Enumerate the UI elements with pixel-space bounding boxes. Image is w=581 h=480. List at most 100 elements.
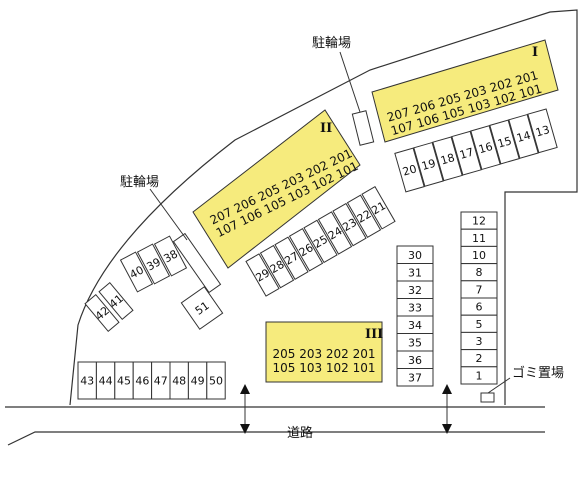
building-3-units-upper: 205 203 202 201 (272, 347, 375, 361)
parking-slot-number: 22 (355, 208, 374, 226)
building-2-numeral: II (320, 121, 332, 136)
parking-slot: 39 (136, 243, 171, 285)
road-label: 道路 (287, 425, 313, 441)
parking-slot-number: 6 (476, 301, 483, 314)
parking-slot-number: 34 (408, 319, 422, 332)
parking-slot: 21 (361, 186, 396, 230)
bicycle-parking-2: 駐輪場 (120, 174, 222, 294)
bicycle-parking-1-label: 駐輪場 (312, 35, 351, 51)
parking-slot: 40 (119, 251, 154, 293)
parking-slot: 3 (460, 331, 498, 351)
parking-slot-number: 16 (477, 140, 494, 156)
parking-slot: 19 (413, 141, 444, 187)
parking-slot-number: 24 (326, 224, 345, 242)
parking-slot-number: 3 (476, 335, 483, 348)
parking-slot: 17 (451, 130, 482, 176)
parking-slot-number: 48 (172, 375, 186, 388)
parking-slot: 22 (346, 194, 382, 238)
parking-slot-number: 30 (408, 249, 422, 262)
parking-slot: 49 (187, 361, 208, 400)
parking-slot: 20 (394, 147, 425, 193)
parking-slot-number: 47 (154, 375, 168, 388)
parking-slot: 50 (206, 361, 226, 400)
parking-slot-number: 25 (311, 233, 330, 251)
parking-slot: 27 (274, 236, 309, 280)
parking-slot-number: 17 (458, 146, 475, 162)
parking-slot: 43 (77, 361, 97, 400)
parking-slot: 26 (288, 228, 324, 272)
parking-slot: 24 (317, 211, 353, 255)
parking-slot: 47 (151, 361, 171, 400)
parking-slot-number: 23 (340, 216, 359, 234)
parking-slot: 42 (84, 294, 120, 332)
parking-slot-number: 35 (408, 336, 422, 349)
parking-slot-number: 15 (496, 134, 513, 150)
parking-slot-number: 27 (282, 250, 301, 268)
parking-slot: 45 (114, 361, 134, 400)
parking-slot: 34 (396, 315, 434, 334)
parking-slot: 31 (396, 263, 434, 282)
entrance-arrow-left (240, 384, 250, 434)
parking-slot-number: 33 (408, 301, 422, 314)
parking-slot-number: 45 (117, 375, 131, 388)
parking-slot: 35 (396, 333, 434, 352)
parking-slot-number: 38 (162, 247, 180, 265)
parking-slot-number: 7 (476, 283, 483, 296)
parking-slot: 6 (460, 297, 498, 316)
parking-slot: 44 (95, 361, 116, 400)
parking-slot: 48 (169, 361, 189, 400)
building-1-numeral: I (532, 45, 538, 60)
parking-slot-number: 20 (401, 162, 418, 178)
parking-slot-number: 19 (420, 157, 437, 173)
parking-slot-number: 5 (476, 318, 483, 331)
parking-slot: 14 (508, 113, 539, 159)
parking-slot: 23 (332, 202, 367, 247)
parking-slot: 12 (460, 211, 498, 230)
parking-slot-number: 10 (472, 249, 486, 262)
parking-slot-number: 43 (80, 375, 94, 388)
parking-slot: 18 (432, 136, 463, 182)
parking-slot-number: 21 (369, 199, 388, 217)
parking-slot: 10 (460, 245, 498, 265)
entrance-arrow-right (442, 384, 452, 434)
bicycle-parking-1: 駐輪場 (312, 35, 375, 146)
parking-slot-number: 1 (476, 369, 483, 382)
parking-slot: 13 (527, 108, 558, 154)
parking-slot: 38 (153, 235, 188, 277)
parking-slot: 28 (259, 244, 295, 289)
building-3-numeral: III (365, 327, 383, 342)
parking-slot: 7 (460, 280, 498, 299)
parking-slot: 2 (460, 349, 498, 368)
parking-slot-number: 28 (268, 258, 287, 276)
parking-slot: 30 (396, 245, 434, 264)
parking-slot-number: 40 (128, 263, 146, 281)
parking-slot-number: 18 (439, 151, 456, 167)
parking-slot-number: 36 (408, 354, 422, 367)
parking-slot: 32 (396, 280, 434, 299)
parking-slot-number: 13 (534, 123, 551, 139)
parking-slot: 51 (180, 286, 224, 330)
bicycle-parking-2-label: 駐輪場 (120, 174, 159, 190)
parking-slot-number: 29 (253, 266, 272, 284)
parking-slot: 1 (460, 366, 498, 385)
parking-slot: 41 (98, 282, 134, 320)
building-3-units-lower: 105 103 102 101 (272, 361, 375, 375)
parking-slot-number: 50 (209, 375, 223, 388)
parking-slot: 16 (470, 125, 501, 171)
parking-slot-number: 11 (472, 232, 486, 245)
garbage-area: ゴミ置場 (480, 365, 564, 403)
parking-slot: 8 (460, 263, 498, 282)
parking-slot-number: 12 (472, 215, 486, 228)
parking-slot-number: 46 (135, 375, 149, 388)
parking-slot-number: 14 (515, 129, 532, 145)
parking-slot: 15 (489, 119, 520, 165)
parking-slot: 29 (245, 253, 280, 297)
parking-slot: 36 (396, 350, 434, 369)
road-edge-bottom (7, 431, 545, 446)
parking-slot-number: 39 (145, 255, 163, 273)
parking-slot: 25 (303, 219, 338, 264)
parking-slot-number: 49 (191, 375, 205, 388)
parking-slot: 33 (396, 298, 434, 317)
